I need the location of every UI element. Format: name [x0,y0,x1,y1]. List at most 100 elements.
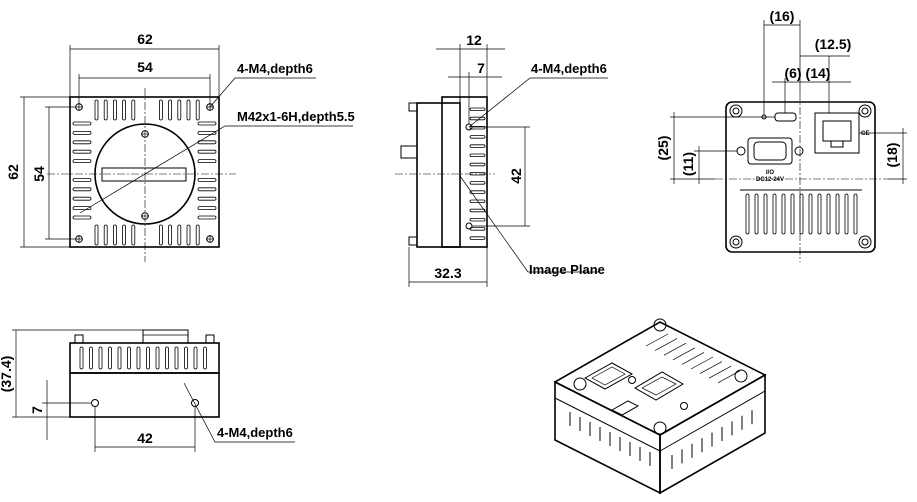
front-view: 62 54 62 54 4-M4,depth6 M42x1-6H,depth5.… [5,31,355,262]
iso-right-face [659,373,766,495]
power-label: DC12-24V [756,177,784,183]
side-connector-stub [400,145,418,159]
fin-slot [177,99,182,121]
fin-slot [763,193,768,235]
fin-slot [98,346,103,370]
dim-12: 12 [466,32,482,48]
bottom-connector [142,329,189,344]
leader-front-holes [209,77,316,108]
dim-37-4: (37.4) [0,356,14,393]
side-body-back [416,102,461,248]
fin-slot [645,333,669,347]
side-view: 12 7 42 32.3 4-M4,depth6 Image Plane [395,32,608,287]
fin-slot [469,135,486,139]
dim-54-top: 54 [137,59,153,75]
fin-slot [155,346,160,370]
fin-slot [72,196,92,201]
dim-7-bottom: 7 [29,406,45,414]
dim-14: (14) [806,65,831,81]
dim-18: (18) [884,143,900,168]
fin-slot [177,224,182,246]
iso-usb-port [610,400,640,416]
fin-slot [72,187,92,192]
fin-slot [817,193,822,235]
front-fins-bottom [94,224,200,246]
note-front-holes: 4-M4,depth6 [237,61,313,76]
fin-slot [186,99,191,121]
fin-slot [469,107,486,111]
fin-slot [654,338,678,351]
fin-slot [72,130,92,135]
fin-slot [184,346,188,370]
fin-slot [94,224,99,246]
fin-slot [195,99,200,121]
rear-fins [745,193,858,235]
fin-slot [72,149,92,154]
fin-slot [808,193,813,235]
bottom-body-lower [69,372,220,418]
fin-slot [195,224,200,246]
fin-slot [197,159,217,164]
fin-slot [663,342,687,356]
note-bottom-holes: 4-M4,depth6 [217,425,293,440]
svg-text:GE: GE [861,131,870,137]
dim-16: (16) [770,8,795,24]
fin-slot [136,346,141,370]
dim-6: (6) [784,65,801,81]
sensor-slot [101,167,187,182]
fin-slot [469,116,486,121]
fin-slot [193,346,198,370]
fin-slot [799,193,804,235]
fin-slot [835,193,840,235]
rear-io-connector [747,137,793,165]
fin-slot [197,149,217,154]
leader-bottom-holes [183,382,295,443]
iso-ethernet-port [583,362,634,390]
fin-slot [681,352,705,365]
fin-slot [844,193,849,235]
bottom-hole-left [91,399,99,407]
leader-image-plane [459,175,600,273]
side-hole-bottom [465,222,473,230]
fin-slot [790,193,795,235]
front-fins-top [94,99,200,121]
front-fins-left [72,121,92,220]
fin-slot [469,236,486,240]
fin-slot [469,217,486,222]
dim-11: (11) [680,152,696,176]
fin-slot [717,370,741,384]
fin-slot [754,193,759,235]
fin-slot [690,356,714,370]
fin-slot [94,99,99,121]
note-side-holes: 4-M4,depth6 [531,61,607,76]
fin-slot [469,181,486,185]
fin-slot [672,347,696,361]
iso-left-face [554,380,661,495]
fin-slot [186,224,191,246]
fin-slot [197,196,217,201]
note-mount-thread: M42x1-6H,depth5.5 [237,109,355,124]
fin-slot [197,215,217,220]
dim-32-3: 32.3 [434,265,461,281]
fin-slot [131,99,136,121]
fin-slot [122,224,126,246]
fin-slot [117,346,122,370]
fin-slot [72,159,92,164]
dim-54-left: 54 [31,166,47,182]
fin-slot [469,144,486,148]
fin-slot [72,121,92,126]
side-body-front [441,96,488,248]
fin-slot [131,224,136,246]
fin-slot [708,365,732,379]
fin-slot [469,208,486,213]
fin-slot [781,193,786,235]
fin-slot [203,346,207,370]
fin-slot [197,140,217,145]
fin-slot [127,346,131,370]
fin-slot [158,224,163,246]
note-image-plane: Image Plane [529,262,605,277]
rear-body-outline [725,101,876,253]
fin-slot [469,162,486,167]
